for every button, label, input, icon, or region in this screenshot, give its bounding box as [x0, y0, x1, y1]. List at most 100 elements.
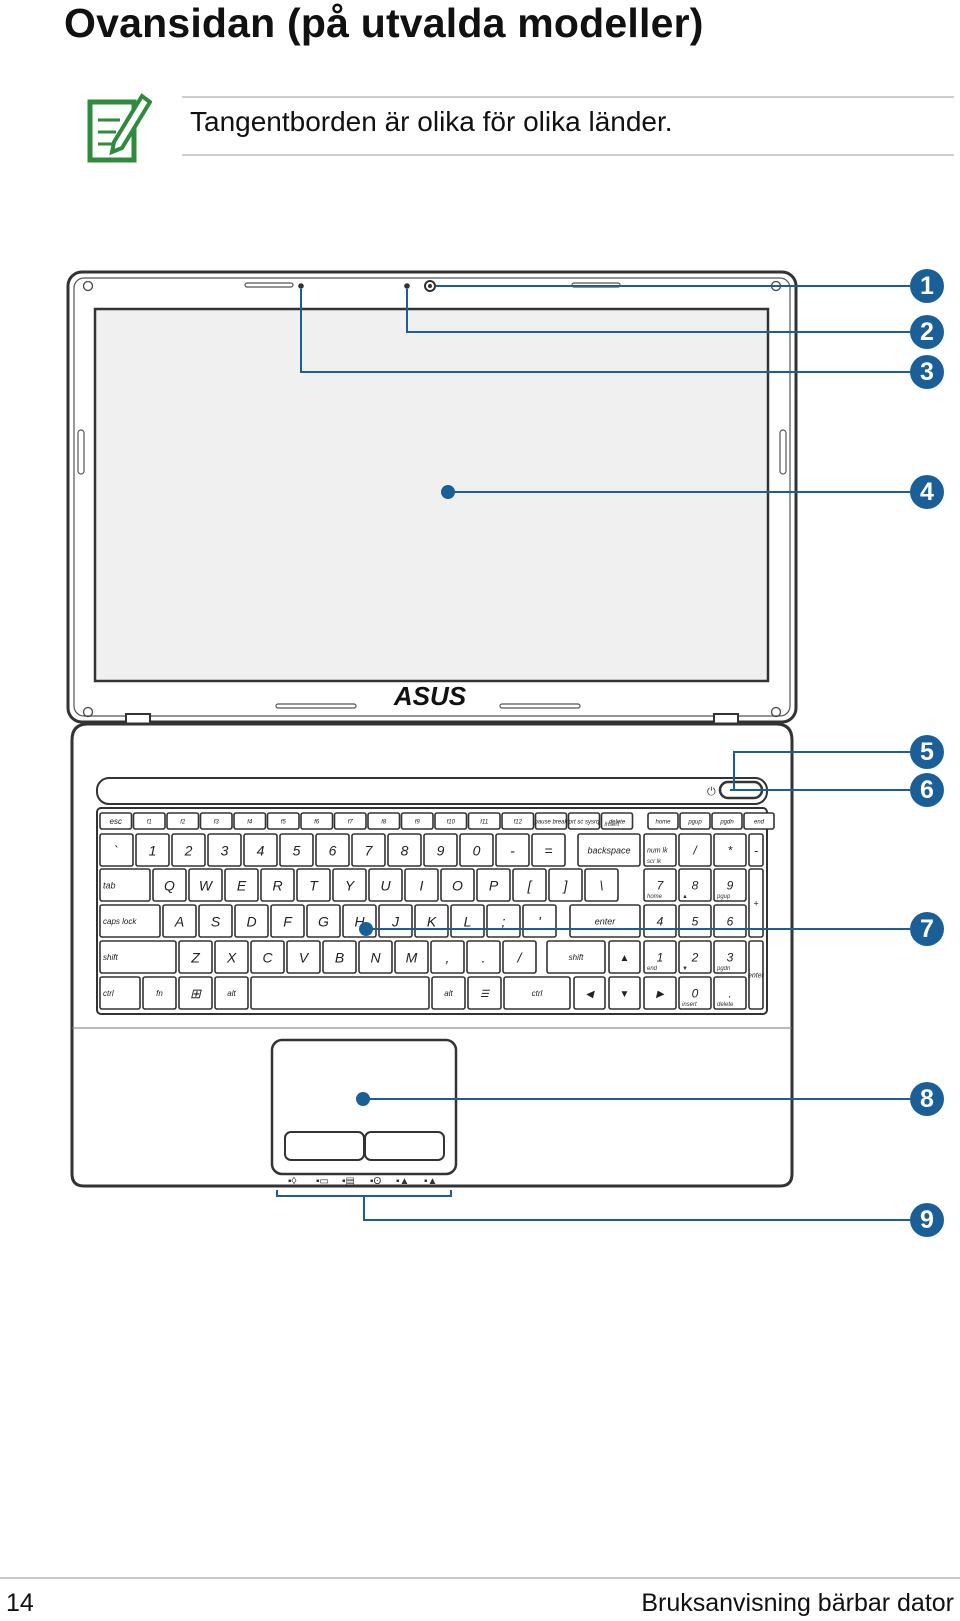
home-a-key: [162, 904, 197, 938]
numpad-2-key-sublabel: ▼: [682, 966, 688, 972]
qwerty-e-key-label: E: [237, 877, 247, 893]
num-row-9-key: [423, 833, 458, 867]
num-row-1-key-label: 1: [149, 842, 157, 858]
note-divider-bottom: [182, 154, 954, 156]
numpad-0-key-sublabel: insert: [682, 1002, 697, 1008]
arrow-left-key: [573, 976, 606, 1010]
qwerty-sym-key: [548, 868, 583, 902]
fn-pgup-key: [679, 812, 711, 830]
qwerty-e-key: [224, 868, 259, 902]
fn-f2-key: [166, 812, 200, 830]
callout-lines: [276, 285, 910, 1221]
callout-7: 7: [910, 912, 944, 946]
left-shift-key-label: shift: [103, 953, 118, 962]
qwerty-sym-key-label: \: [600, 877, 604, 893]
shift-row-x-key: [214, 940, 249, 974]
svg-text:⏻: ⏻: [707, 786, 716, 798]
num-row-sym-key-label: =: [544, 842, 552, 858]
fn-delete-key-label: delete: [609, 819, 626, 825]
camera-indicator: [404, 283, 410, 289]
numpad-8-key-sublabel: ▲: [682, 894, 688, 900]
num-row-2-key-label: 2: [184, 842, 193, 858]
num-row-sym-key-label: -: [510, 842, 515, 858]
qwerty-u-key-label: U: [380, 877, 391, 893]
qwerty-y-key-label: Y: [345, 877, 356, 893]
shift-row-v-key: [286, 940, 321, 974]
fn-f10-key: [434, 812, 468, 830]
num-row-6-key: [315, 833, 350, 867]
shift-row-c-key: [250, 940, 285, 974]
numpad-enter-key: [748, 940, 764, 1010]
fn-f6-key: [300, 812, 334, 830]
qwerty-sym-key-label: [: [527, 877, 534, 893]
numpad-9-key-sublabel: pgup: [716, 894, 731, 900]
shift-row-z-key: [178, 940, 213, 974]
callout-5: 5: [910, 735, 944, 769]
fn-f8-key: [367, 812, 401, 830]
footer-title: Bruksanvisning bärbar dator: [641, 1589, 954, 1617]
num-row-8-key: [387, 833, 422, 867]
qwerty-o-key: [440, 868, 475, 902]
numpad-dot-key-label: .: [728, 987, 731, 1001]
fn-f2-key-label: f2: [180, 819, 186, 825]
num-row-sym-key: [99, 833, 134, 867]
shift-row-n-key: [358, 940, 393, 974]
numpad-3-key-label: 3: [727, 951, 734, 965]
qwerty-t-key: [296, 868, 331, 902]
fn-f7-key: [333, 812, 367, 830]
shift-row-sym-key-label: /: [517, 949, 524, 965]
fn-prt-sc-sysrq-key-label: prt sc sysrq: [568, 819, 600, 825]
fn-f12-key-label: f12: [514, 819, 523, 825]
tab-key: [99, 868, 151, 902]
numpad-1-key: [643, 940, 677, 974]
fn-home-key-label: home: [655, 819, 671, 825]
callout-8: 8: [910, 1082, 944, 1116]
qwerty-sym-key: [512, 868, 547, 902]
left-ctrl-key: [99, 976, 141, 1010]
shift-row-b-key: [322, 940, 357, 974]
fn-f5-key-label: f5: [281, 819, 287, 825]
right-alt-key: [431, 976, 466, 1010]
callout-2: 2: [910, 315, 944, 349]
numpad-enter-key-label: enter: [748, 973, 765, 980]
numpad-9-key-label: 9: [727, 879, 734, 893]
right-shift-key-label: shift: [569, 953, 584, 962]
numpad-7-key-sublabel: home: [647, 894, 663, 900]
shift-row-m-key: [394, 940, 429, 974]
fn-pgup-key-label: pgup: [687, 819, 702, 825]
callout-9: 9: [910, 1203, 944, 1237]
note-text: Tangentborden är olika för olika länder.: [190, 106, 673, 137]
fn-key-label: fn: [156, 989, 163, 998]
numpad-multiply-key: [713, 833, 747, 867]
menu-key-label: ☰: [480, 989, 490, 1000]
status-indicators: ▪◊ ▪▭ ▪▤ ▪ʘ ▪▲ ▪▲: [288, 1176, 437, 1187]
num-row-4-key-label: 4: [257, 842, 265, 858]
num-row-3-key: [207, 833, 242, 867]
fn-f5-key: [266, 812, 300, 830]
backspace-key-label: backspace: [587, 845, 630, 855]
svg-text:▪▭: ▪▭: [316, 1176, 329, 1187]
num-row-0-key-label: 0: [473, 842, 481, 858]
numpad-8-key: [678, 868, 712, 902]
home-f-key: [270, 904, 305, 938]
svg-text:▪◊: ▪◊: [288, 1176, 297, 1187]
fn-f8-key-label: f8: [381, 819, 387, 825]
numpad-dot-key: [713, 976, 747, 1010]
fn-f3-key: [199, 812, 233, 830]
shift-row-n-key-label: N: [370, 949, 381, 965]
windows-key-label: ⊞: [190, 986, 202, 1001]
num-row-7-key: [351, 833, 386, 867]
numpad-minus-key: [748, 833, 764, 867]
numpad-plus-key-label: +: [753, 898, 758, 908]
home-a-key-label: A: [174, 913, 184, 929]
backspace-key: [577, 833, 641, 867]
fn-home-key: [647, 812, 679, 830]
fn-esc-key-label: esc: [110, 817, 122, 826]
home-d-key-label: D: [246, 913, 256, 929]
num-row-2-key: [171, 833, 206, 867]
svg-text:▪▤: ▪▤: [342, 1176, 355, 1187]
footer-divider: [0, 1577, 960, 1579]
qwerty-q-key-label: Q: [164, 877, 175, 893]
home-f-key-label: F: [283, 913, 293, 929]
fn-f7-key-label: f7: [348, 819, 354, 825]
